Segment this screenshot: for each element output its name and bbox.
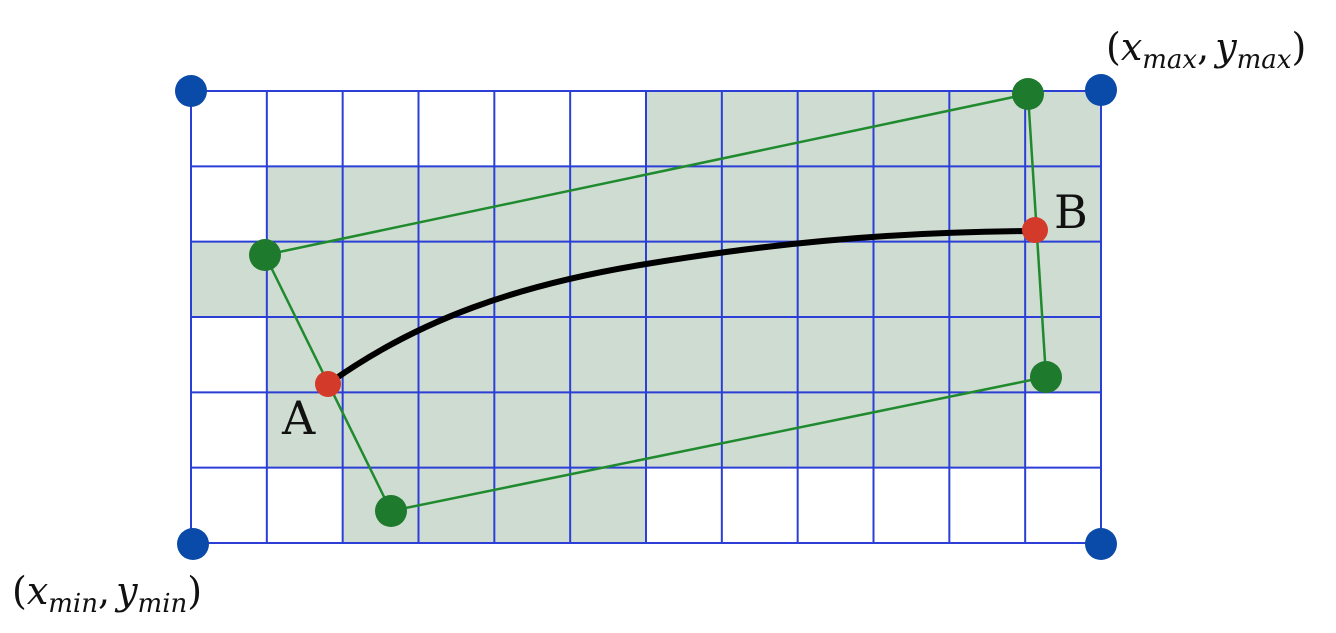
shaded-cell xyxy=(266,166,343,242)
point-b-label: B xyxy=(1054,185,1088,239)
shaded-cells xyxy=(191,91,1101,543)
shaded-cell xyxy=(570,241,646,317)
shaded-cell xyxy=(342,241,419,317)
shaded-cell xyxy=(646,91,722,167)
shaded-cell xyxy=(570,392,646,468)
shaded-cell xyxy=(797,166,874,242)
trajectory-curve xyxy=(325,228,1035,387)
shaded-cell xyxy=(797,392,874,468)
shaded-cell xyxy=(570,467,646,543)
corner-bottom-left xyxy=(177,528,209,560)
shaded-cell xyxy=(949,392,1026,468)
shaded-cell xyxy=(721,166,798,242)
shaded-cell xyxy=(873,91,950,167)
shaded-cell xyxy=(721,317,798,393)
shaded-cell xyxy=(873,317,950,393)
shaded-cell xyxy=(873,166,950,242)
shaded-cell xyxy=(873,241,950,317)
shaded-cell xyxy=(1025,241,1101,317)
shaded-cell xyxy=(646,317,722,393)
shaded-cell xyxy=(494,392,571,468)
max-corner-label: (xmax,ymax) xyxy=(1106,25,1306,75)
shaded-cell xyxy=(646,166,722,242)
point-b-marker xyxy=(1022,217,1048,243)
shaded-cell xyxy=(418,166,495,242)
shaded-cell xyxy=(494,467,571,543)
polygon-vertex-left xyxy=(249,239,281,271)
shaded-cell xyxy=(570,166,646,242)
shaded-cell xyxy=(949,317,1026,393)
shaded-cell xyxy=(418,392,495,468)
shaded-cell xyxy=(418,317,495,393)
shaded-cell xyxy=(721,241,798,317)
shaded-cell xyxy=(797,317,874,393)
shaded-cell xyxy=(570,317,646,393)
point-a-label: A xyxy=(281,391,316,445)
shaded-cell xyxy=(266,392,343,468)
polygon-vertex-bottom xyxy=(375,495,407,527)
shaded-cell xyxy=(949,241,1026,317)
corner-bottom-right xyxy=(1085,528,1117,560)
shaded-cell xyxy=(342,317,419,393)
grid xyxy=(190,90,1102,544)
corner-top-left xyxy=(175,75,207,107)
shaded-cell xyxy=(342,392,419,468)
shaded-cell xyxy=(494,317,571,393)
point-a-marker xyxy=(315,371,341,397)
polygon-vertex-top-right xyxy=(1012,78,1044,110)
shaded-cell xyxy=(797,241,874,317)
shaded-cell xyxy=(342,166,419,242)
shaded-cell xyxy=(721,91,798,167)
polygon-vertex-right xyxy=(1030,361,1062,393)
corner-top-right xyxy=(1085,74,1117,106)
min-corner-label: (xmin,ymin) xyxy=(12,569,202,619)
shaded-cell xyxy=(418,467,495,543)
